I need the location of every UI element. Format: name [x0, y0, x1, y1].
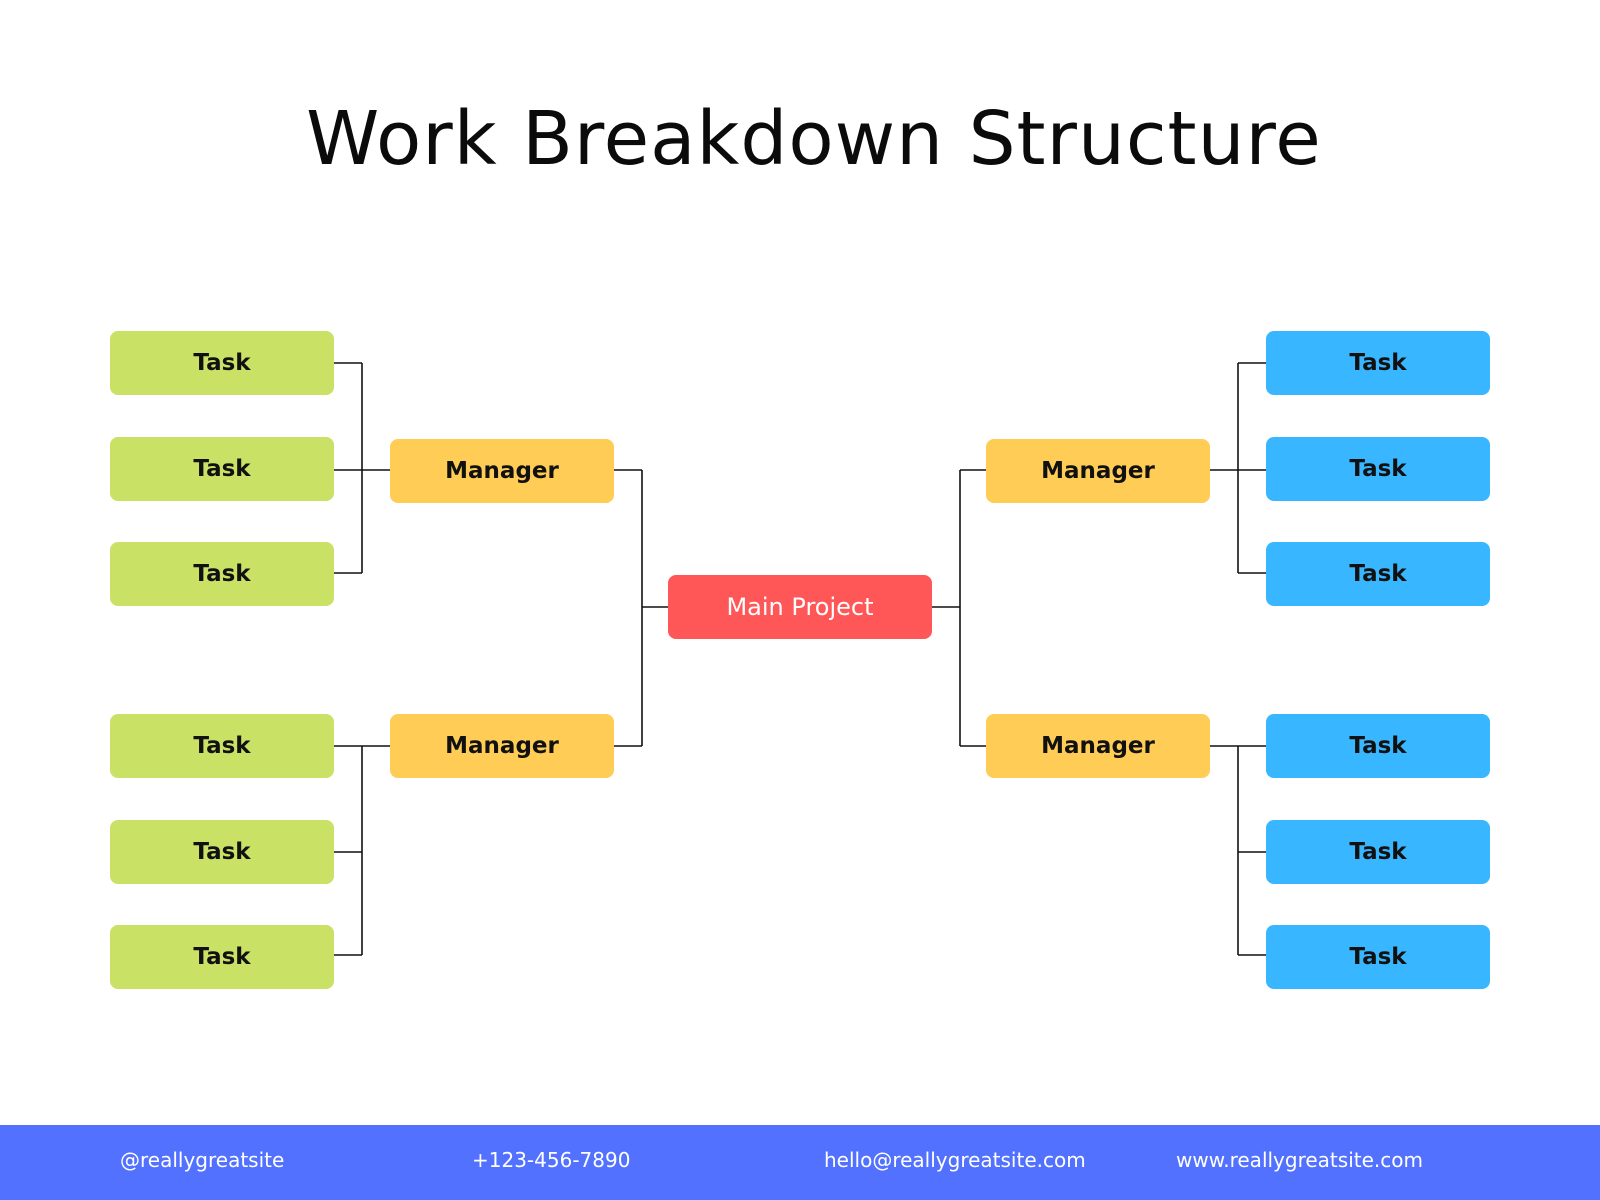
footer-social-handle[interactable]: @reallygreatsite: [120, 1148, 285, 1172]
footer-phone[interactable]: +123-456-7890: [472, 1148, 631, 1172]
task-left-bottom-2: Task: [110, 820, 334, 884]
task-left-top-3: Task: [110, 542, 334, 606]
task-left-top-1: Task: [110, 331, 334, 395]
task-left-top-2: Task: [110, 437, 334, 501]
page-title: Work Breakdown Structure: [306, 96, 1322, 182]
footer-website[interactable]: www.reallygreatsite.com: [1176, 1148, 1423, 1172]
task-left-bottom-1: Task: [110, 714, 334, 778]
manager-left-top: Manager: [390, 439, 614, 503]
task-right-top-2: Task: [1266, 437, 1490, 501]
task-right-bottom-3: Task: [1266, 925, 1490, 989]
manager-left-bottom: Manager: [390, 714, 614, 778]
task-right-bottom-2: Task: [1266, 820, 1490, 884]
task-right-bottom-1: Task: [1266, 714, 1490, 778]
task-left-bottom-3: Task: [110, 925, 334, 989]
manager-right-top: Manager: [986, 439, 1210, 503]
task-right-top-3: Task: [1266, 542, 1490, 606]
footer-email[interactable]: hello@reallygreatsite.com: [824, 1148, 1086, 1172]
main-project-node: Main Project: [668, 575, 932, 639]
manager-right-bottom: Manager: [986, 714, 1210, 778]
task-right-top-1: Task: [1266, 331, 1490, 395]
footer-bar: @reallygreatsite +123-456-7890 hello@rea…: [0, 1125, 1600, 1200]
